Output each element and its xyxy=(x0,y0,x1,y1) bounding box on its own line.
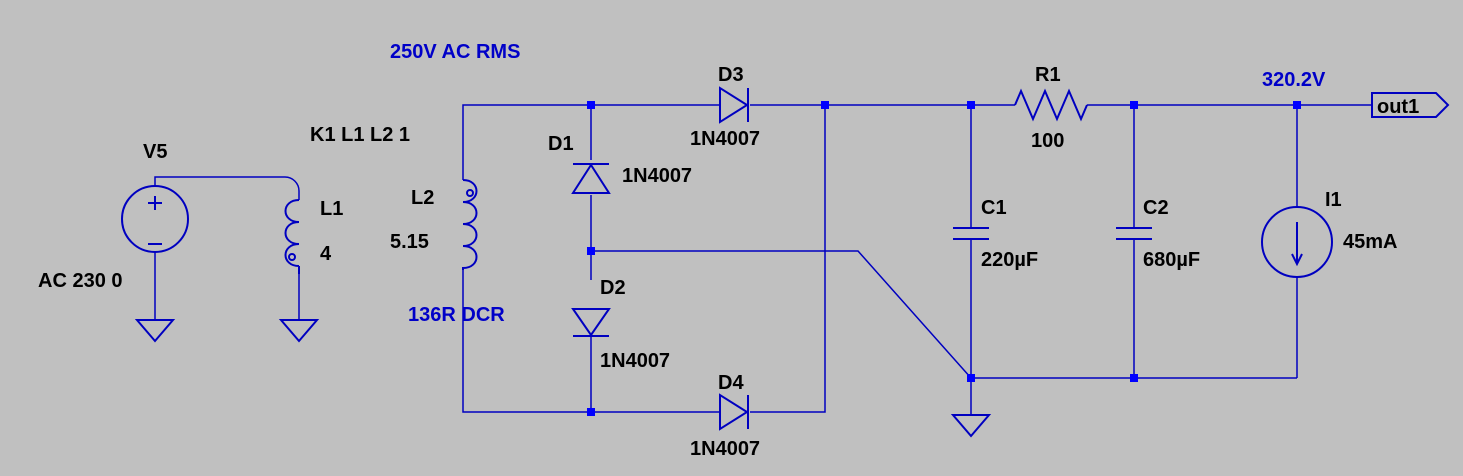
v5-source-symbol[interactable] xyxy=(121,185,189,253)
c1-capacitor-symbol[interactable] xyxy=(953,227,989,240)
output-port-label: out1 xyxy=(1377,96,1419,118)
c2-value-label: 680µF xyxy=(1143,249,1200,271)
v5-value-label: AC 230 0 xyxy=(38,270,123,292)
ground-symbol-v5 xyxy=(134,319,176,343)
l1-inductor-symbol[interactable] xyxy=(284,199,300,274)
l1-phase-dot xyxy=(288,253,296,261)
r1-name-label: R1 xyxy=(1035,64,1061,86)
d3-model-label: 1N4007 xyxy=(690,128,760,150)
dcr-annotation: 136R DCR xyxy=(408,304,505,326)
c2-name-label: C2 xyxy=(1143,197,1169,219)
output-voltage-annotation: 320.2V xyxy=(1262,69,1326,91)
l1-value-label: 4 xyxy=(320,243,332,265)
c1-name-label: C1 xyxy=(981,197,1007,219)
l2-value-label: 5.15 xyxy=(390,231,429,253)
coupling-directive[interactable]: K1 L1 L2 1 xyxy=(310,124,410,146)
junction-dot xyxy=(587,247,595,255)
d2-diode-symbol[interactable] xyxy=(571,308,611,337)
c2-capacitor-symbol[interactable] xyxy=(1116,227,1152,240)
d2-model-label: 1N4007 xyxy=(600,350,670,372)
junctions xyxy=(587,101,1301,416)
d4-model-label: 1N4007 xyxy=(690,438,760,460)
v5-name-label: V5 xyxy=(143,141,167,163)
d2-name-label: D2 xyxy=(600,277,626,299)
junction-dot xyxy=(1130,101,1138,109)
r1-value-label: 100 xyxy=(1031,130,1064,152)
i1-current-source-symbol[interactable] xyxy=(1261,206,1333,278)
output-port-flag[interactable]: out1 xyxy=(1370,92,1450,118)
junction-dot xyxy=(587,408,595,416)
d1-name-label: D1 xyxy=(548,133,574,155)
junction-dot xyxy=(821,101,829,109)
l2-name-label: L2 xyxy=(411,187,434,209)
i1-name-label: I1 xyxy=(1325,189,1342,211)
r1-resistor-symbol[interactable] xyxy=(1014,88,1088,122)
l2-phase-dot xyxy=(466,189,474,197)
junction-dot xyxy=(1130,374,1138,382)
d1-diode-symbol[interactable] xyxy=(571,163,611,194)
i1-value-label: 45mA xyxy=(1343,231,1397,253)
junction-dot xyxy=(967,101,975,109)
junction-dot xyxy=(587,101,595,109)
d4-name-label: D4 xyxy=(718,372,744,394)
ground-symbol-main xyxy=(950,414,992,438)
d3-name-label: D3 xyxy=(718,64,744,86)
l2-inductor-symbol[interactable] xyxy=(462,179,478,270)
d1-model-label: 1N4007 xyxy=(622,165,692,187)
c1-value-label: 220µF xyxy=(981,249,1038,271)
ground-symbol-l1 xyxy=(278,319,320,343)
junction-dot xyxy=(967,374,975,382)
junction-dot xyxy=(1293,101,1301,109)
d4-diode-symbol[interactable] xyxy=(719,393,749,431)
ac-rms-annotation: 250V AC RMS xyxy=(390,41,520,63)
d3-diode-symbol[interactable] xyxy=(719,86,749,124)
l1-name-label: L1 xyxy=(320,198,343,220)
